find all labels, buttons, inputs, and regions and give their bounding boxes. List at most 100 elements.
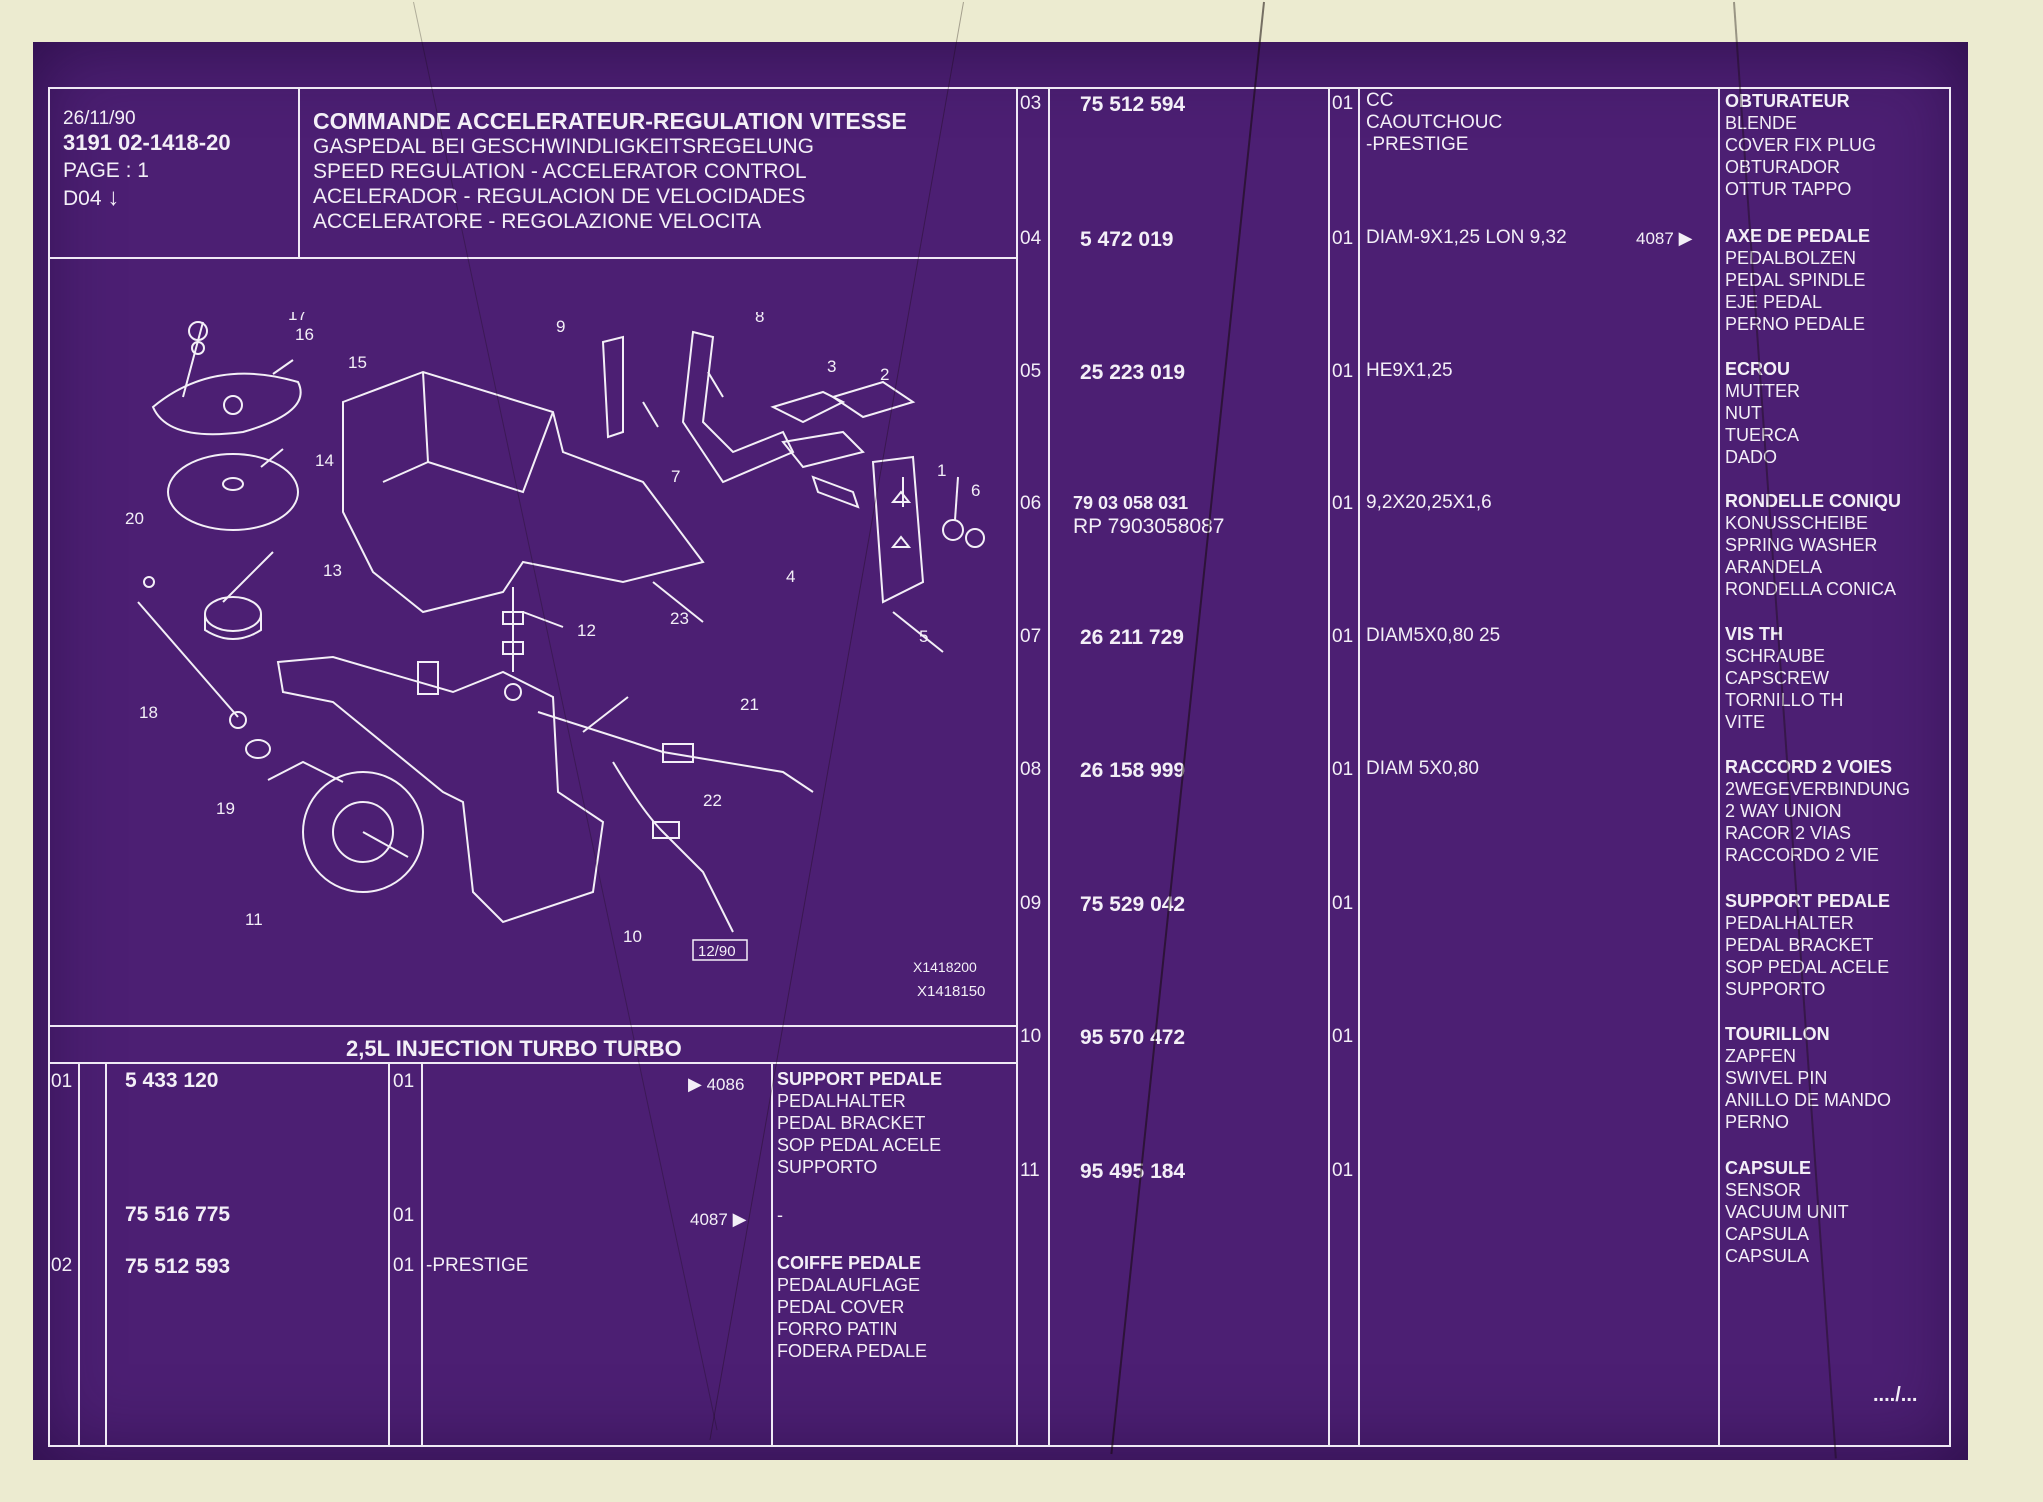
note-line: HE9X1,25 — [1366, 360, 1453, 381]
left-row1-qty: 01 — [393, 1071, 415, 1092]
left-row1-ref-number: 4086 — [706, 1075, 745, 1094]
part-no: 79 03 058 031 — [1073, 493, 1189, 513]
callout-6: 6 — [971, 481, 980, 500]
left-row1-ref: ▶ 4086 — [688, 1075, 744, 1093]
desc-en: 2 WAY UNION — [1725, 801, 1842, 821]
desc-es: OBTURADOR — [1725, 157, 1841, 177]
desc-fr: RACCORD 2 VOIES — [1725, 757, 1893, 777]
note: HE9X1,25 — [1366, 360, 1453, 382]
desc-fr: COIFFE PEDALE — [777, 1253, 922, 1273]
callout-13: 13 — [323, 561, 342, 580]
callout-17: 17 — [288, 312, 307, 324]
desc-it: RONDELLA CONICA — [1725, 579, 1897, 599]
desc-fr: SUPPORT PEDALE — [777, 1069, 943, 1089]
callout-8: 8 — [755, 312, 764, 326]
callout-10: 10 — [623, 927, 642, 946]
desc-de: MUTTER — [1725, 381, 1800, 401]
part-no: 95 495 184 — [1080, 1160, 1186, 1183]
left-row1-part: 5 433 120 — [125, 1069, 219, 1092]
item-no: 10 — [1020, 1026, 1042, 1047]
desc-fr: RONDELLE CONIQU — [1725, 491, 1902, 511]
left-row2-ref: 4087 ▶ — [690, 1210, 746, 1228]
callout-9: 9 — [556, 317, 565, 336]
qty: 01 — [1332, 93, 1354, 114]
left-row3-item: 02 — [51, 1255, 73, 1276]
right-col-1 — [1048, 87, 1050, 1447]
left-col-4 — [421, 1062, 423, 1447]
revision-stamp-box — [692, 939, 748, 961]
description: TOURILLON ZAPFEN SWIVEL PIN ANILLO DE MA… — [1725, 1023, 1891, 1133]
triangle-right-icon: ▶ — [732, 1209, 747, 1229]
desc-es: TUERCA — [1725, 425, 1800, 445]
desc-es: TORNILLO TH — [1725, 690, 1844, 710]
desc-fr: CAPSULE — [1725, 1158, 1812, 1178]
left-row1-desc: SUPPORT PEDALE PEDALHALTER PEDAL BRACKET… — [777, 1068, 942, 1178]
item-no: 09 — [1020, 893, 1042, 914]
left-row3-desc: COIFFE PEDALE PEDALAUFLAGE PEDAL COVER F… — [777, 1252, 927, 1362]
desc-fr: TOURILLON — [1725, 1024, 1830, 1044]
triangle-right-icon: ▶ — [1678, 228, 1693, 248]
qty: 01 — [1332, 228, 1354, 249]
doc-section: D04 ↓ — [63, 186, 119, 210]
desc-it: PERNO — [1725, 1112, 1790, 1132]
doc-date: 26/11/90 — [63, 108, 136, 129]
note-line: CAOUTCHOUC — [1366, 112, 1503, 133]
part-14-disc — [167, 453, 299, 531]
desc-en: VACUUM UNIT — [1725, 1202, 1849, 1222]
part-1-support — [871, 455, 925, 604]
callout-2: 2 — [880, 365, 889, 384]
header-divider — [298, 87, 300, 259]
parts-sheet: 26/11/90 3191 02-1418-20 PAGE : 1 D04 ↓ … — [33, 1, 1968, 1460]
callout-4: 4 — [786, 567, 795, 586]
left-col-3 — [388, 1062, 390, 1447]
part-no: 26 211 729 — [1080, 626, 1184, 649]
desc-es: ARANDELA — [1725, 556, 1901, 578]
callout-7: 7 — [671, 467, 680, 486]
callout-23: 23 — [670, 609, 689, 628]
note-line: -PRESTIGE — [1366, 134, 1469, 155]
part-11-vacuum-unit — [302, 771, 424, 893]
qty: 01 — [1332, 1160, 1354, 1181]
note: DIAM5X0,80 25 — [1366, 625, 1500, 647]
doc-code: 3191 02-1418-20 — [63, 130, 231, 155]
right-col-3 — [1358, 87, 1360, 1447]
qty: 01 — [1332, 361, 1354, 382]
item-no: 04 — [1020, 228, 1042, 249]
item-no: 11 — [1020, 1160, 1040, 1181]
desc-es: SOP PEDAL ACELE — [777, 1135, 942, 1155]
title-line-es: ACELERADOR - REGULACION DE VELOCIDADES — [313, 185, 806, 208]
left-row2-qty: 01 — [393, 1205, 415, 1226]
callout-21: 21 — [740, 695, 759, 714]
qty: 01 — [1332, 626, 1354, 647]
part-no: 5 472 019 — [1080, 228, 1174, 251]
left-row3-part: 75 512 593 — [125, 1255, 231, 1278]
part-no-replacement: RP 7903058087 — [1073, 515, 1225, 538]
desc-de: SCHRAUBE — [1725, 646, 1826, 666]
description: VIS TH SCHRAUBE CAPSCREW TORNILLO TH VIT… — [1725, 623, 1843, 733]
right-col-4 — [1718, 87, 1720, 1447]
note-line: CC — [1366, 90, 1394, 111]
callout-16: 16 — [295, 325, 314, 344]
callout-19: 19 — [216, 799, 235, 818]
callout-20: 20 — [125, 509, 144, 528]
qty: 01 — [1332, 893, 1354, 914]
desc-it: VITE — [1725, 712, 1766, 732]
qty: 01 — [1332, 759, 1354, 780]
desc-en: PEDAL SPINDLE — [1725, 270, 1866, 290]
part-5-nut — [965, 528, 985, 548]
desc-de: PEDALHALTER — [1725, 913, 1854, 933]
title-line-de: GASPEDAL BEI GESCHWINDLIGKEITSREGELUNG — [313, 135, 815, 158]
desc-de: PEDALAUFLAGE — [777, 1275, 921, 1295]
title-line-en: SPEED REGULATION - ACCELERATOR CONTROL — [313, 160, 807, 183]
desc-de: KONUSSCHEIBE — [1725, 513, 1869, 533]
desc-en: SWIVEL PIN — [1725, 1068, 1828, 1088]
description: ECROU MUTTER NUT TUERCA DADO — [1725, 358, 1800, 468]
callout-11: 11 — [245, 910, 263, 929]
desc-fr: AXE DE PEDALE — [1725, 226, 1871, 246]
left-col-1 — [78, 1062, 80, 1447]
desc-de: BLENDE — [1725, 113, 1798, 133]
note: DIAM 5X0,80 — [1366, 758, 1479, 780]
desc-de: 2WEGEVERBINDUNG — [1725, 779, 1911, 799]
desc-en: PEDAL COVER — [777, 1297, 905, 1317]
part-3-pad — [770, 390, 846, 424]
